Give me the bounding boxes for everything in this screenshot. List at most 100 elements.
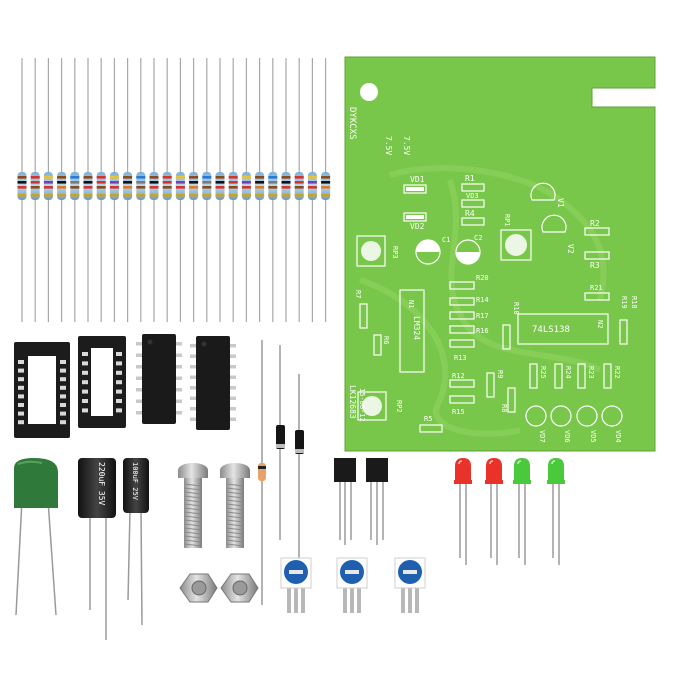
label-r21: R21 [590,284,603,292]
trimmer-pot [336,557,368,613]
label-vd2: VD2 [410,222,425,231]
label-vd1: VD1 [410,175,425,184]
label-n1: N1 [407,300,415,308]
board-date-label: 15-08-12 [358,388,366,422]
resistor [189,58,199,322]
resistor [321,58,331,322]
resistor [281,58,291,322]
resistor [30,58,40,322]
ic-chip-lm324 [136,334,182,424]
label-c1: C1 [442,236,450,244]
ic-socket-16pin [14,342,70,438]
label-r22: R22 [613,366,621,379]
label-rp2: RP2 [395,400,403,413]
label-r24: R24 [564,366,572,379]
resistor [202,58,212,322]
ic-decoder-label: 74LS138 [532,325,570,335]
voltage-label-1: 7.5V [384,136,393,155]
diode-1 [276,345,285,540]
ic-main-label: LM324 [412,316,421,340]
electrolytic-capacitor-220uf: 220uF 35V [78,458,116,640]
pcb-board: DYKCXS 7.5V 7.5V VD1 VD2 R1 VD3 R4 V1 V2… [344,56,656,452]
resistor [17,58,27,322]
resistor-row [17,58,331,322]
label-vd3: VD3 [466,192,479,200]
trimmer-pot [394,557,426,613]
label-vd5: VD5 [589,430,597,443]
led-green [513,458,531,565]
label-rp3: RP3 [391,246,399,259]
transistor-1 [334,458,356,545]
resistor [268,58,278,322]
resistor [215,58,225,322]
led-group [454,458,565,565]
label-vd6: VD6 [563,430,571,443]
resistor [70,58,80,322]
label-rp1: RP1 [503,214,511,227]
zener-diode [258,340,266,605]
label-r12: R12 [452,372,465,380]
resistor [294,58,304,322]
cap-small-label: 100uF 25V [131,462,139,501]
resistor [123,58,133,322]
label-r6: R6 [382,336,390,344]
resistor [241,58,251,322]
label-r13: R13 [454,354,467,362]
resistor [136,58,146,322]
led-red [454,458,472,565]
resistor [307,58,317,322]
diode-2 [295,374,304,560]
label-r1: R1 [465,174,475,183]
label-r17: R17 [476,312,489,320]
label-v1: V1 [556,198,565,208]
label-r5: R5 [424,415,432,423]
label-n2: N2 [596,320,604,328]
label-r23: R23 [587,366,595,379]
resistor [57,58,67,322]
resistor [83,58,93,322]
resistor [109,58,119,322]
nut-2 [220,573,259,603]
label-vd7: VD7 [538,430,546,443]
label-r14: R14 [476,296,489,304]
ic-socket-14pin [78,336,126,428]
label-r8: R8 [500,404,508,412]
label-r18: R18 [630,296,638,309]
screw-2 [220,463,250,548]
label-r20: R20 [476,274,489,282]
electrolytic-capacitor-100uf: 100uF 25V [123,458,149,626]
led-green [547,458,565,565]
board-model-label: LK12683 [348,385,357,419]
label-r7: R7 [354,290,362,298]
trimmer-pot [280,557,312,613]
label-v2: V2 [566,244,575,254]
resistor [255,58,265,322]
cap-big-label: 220uF 35V [97,462,106,506]
label-r4: R4 [465,209,475,218]
board-brand-label: DYKCXS [347,107,357,140]
resistor [43,58,53,322]
voltage-label-2: 7.5V [402,136,411,155]
mounting-hole [360,83,378,101]
label-c2: C2 [474,234,482,242]
led-red [485,458,503,565]
label-vd4: VD4 [614,430,622,443]
trimmer-pot-group [280,557,426,613]
film-capacitor [14,458,58,616]
label-r2: R2 [590,219,600,228]
label-r25: R25 [539,366,547,379]
screw-1 [178,463,208,548]
resistor [228,58,238,322]
resistor [96,58,106,322]
ic-chip-74ls138 [190,336,236,430]
label-r3: R3 [590,261,600,270]
resistor [149,58,159,322]
nut-1 [179,573,218,603]
label-r10: R10 [512,302,520,315]
transistor-2 [366,458,388,545]
resistor [162,58,172,322]
resistor [175,58,185,322]
label-r16: R16 [476,327,489,335]
